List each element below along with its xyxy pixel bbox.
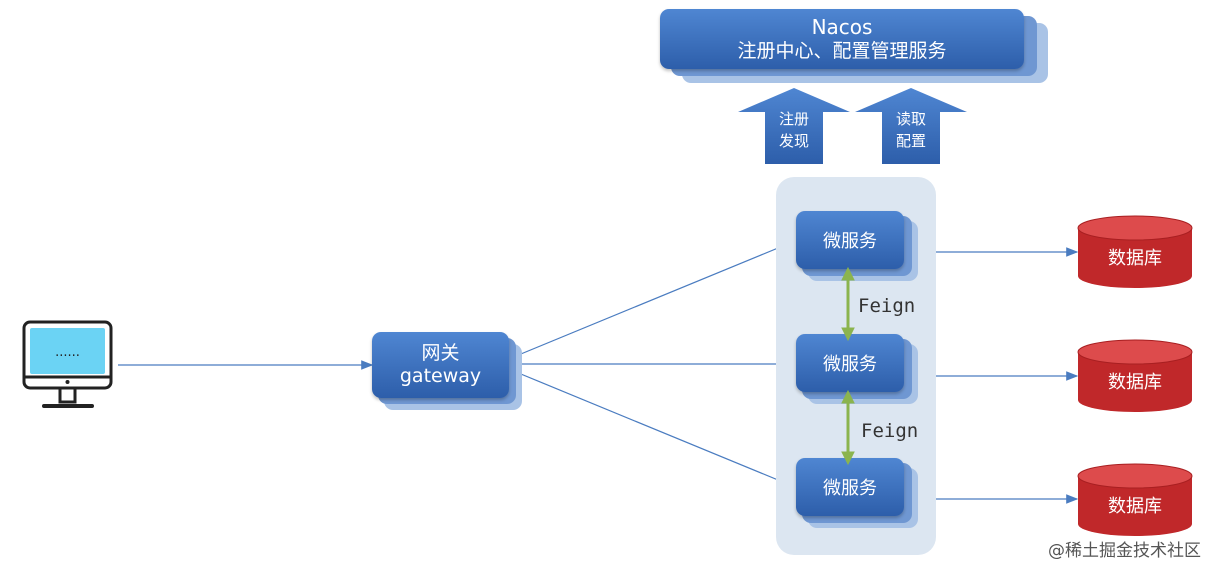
database-1: 数据库 — [1076, 214, 1194, 290]
microservice-label: 微服务 — [823, 354, 877, 375]
nacos-title: Nacos — [811, 15, 873, 39]
screen-text: ...... — [55, 345, 80, 360]
gateway-label-cn: 网关 — [421, 342, 460, 364]
client-computer: ...... — [22, 320, 114, 412]
feign-label-1: Feign — [858, 295, 916, 317]
gateway-to-ms1-line — [515, 240, 797, 357]
database-icon — [1077, 339, 1193, 412]
monitor-icon — [22, 320, 113, 408]
microservice-box-3: 微服务 — [796, 458, 918, 528]
database-icon — [1077, 215, 1193, 288]
microservice-box-1: 微服务 — [796, 211, 918, 281]
register-discover-arrow: 注册 发现 — [738, 88, 850, 164]
config-text-1: 读取 — [895, 110, 926, 128]
database-label: 数据库 — [1108, 248, 1162, 269]
register-text-2: 发现 — [778, 132, 809, 150]
microservice-label: 微服务 — [823, 478, 877, 499]
gateway-box: 网关 gateway — [372, 332, 522, 410]
config-text-2: 配置 — [895, 132, 926, 150]
database-label: 数据库 — [1108, 496, 1162, 517]
database-3: 数据库 — [1076, 462, 1194, 538]
feign-label-2: Feign — [861, 420, 919, 442]
microservice-label: 微服务 — [823, 231, 877, 252]
watermark: @稀土掘金技术社区 — [1048, 541, 1201, 561]
microservice-box-2: 微服务 — [796, 334, 918, 404]
gateway-label-en: gateway — [399, 365, 482, 387]
read-config-arrow: 读取 配置 — [855, 88, 967, 164]
nacos-subtitle: 注册中心、配置管理服务 — [737, 40, 947, 62]
gateway-to-ms3-line — [515, 371, 797, 488]
nacos-box: Nacos 注册中心、配置管理服务 — [660, 9, 1050, 84]
database-2: 数据库 — [1076, 338, 1194, 414]
database-icon — [1077, 463, 1193, 536]
database-label: 数据库 — [1108, 372, 1162, 393]
register-text-1: 注册 — [778, 110, 809, 128]
